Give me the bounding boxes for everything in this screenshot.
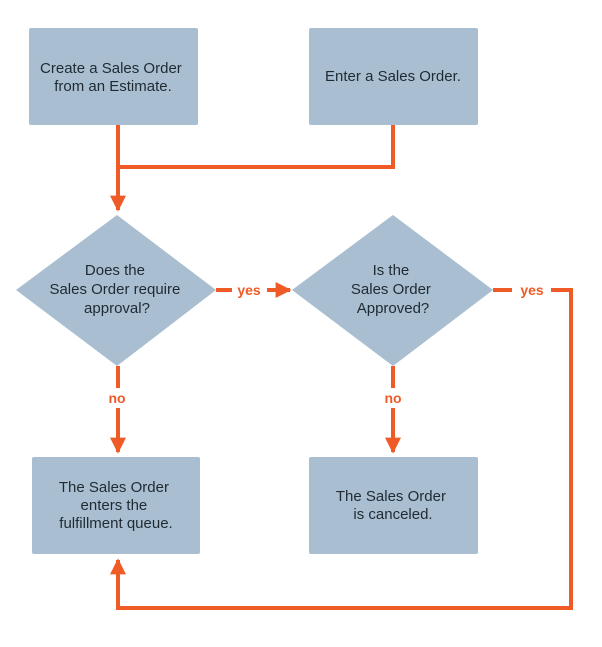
node-canceled-label: The Sales Order is canceled. xyxy=(336,488,450,523)
node-text-line: Sales Order xyxy=(351,281,431,298)
decision-requires-approval-label: Does the Sales Order require approval? xyxy=(49,262,184,317)
node-text-line: Is the xyxy=(373,262,410,279)
node-enter-sales-order xyxy=(309,28,478,125)
edge-label-approval-no: no xyxy=(108,390,125,406)
node-text-line: The Sales Order xyxy=(336,488,446,505)
edge-label-approved-yes: yes xyxy=(520,282,544,298)
node-text-line: The Sales Order xyxy=(59,479,169,496)
node-text-line: Approved? xyxy=(357,300,430,317)
decision-is-approved-label: Is the Sales Order Approved? xyxy=(351,262,435,317)
node-fulfillment-queue-label: The Sales Order enters the fulfillment q… xyxy=(59,479,173,532)
node-text-line: from an Estimate. xyxy=(54,78,172,95)
node-create-from-estimate xyxy=(29,28,198,125)
connector-enter-to-merge xyxy=(118,125,395,169)
node-text-line: enters the xyxy=(81,497,148,514)
node-create-from-estimate-label: Create a Sales Order from an Estimate. xyxy=(40,60,186,95)
node-text-line: Sales Order require xyxy=(49,281,180,298)
node-text-line: is canceled. xyxy=(353,506,432,523)
node-fulfillment-queue xyxy=(32,457,200,554)
connector-approved-yes-return xyxy=(110,288,573,610)
edge-label-approved-no: no xyxy=(384,390,401,406)
node-text-line: fulfillment queue. xyxy=(59,515,172,532)
node-text-line: Does the xyxy=(85,262,145,279)
node-enter-sales-order-label: Enter a Sales Order. xyxy=(325,68,461,85)
connectors xyxy=(110,125,573,610)
decision-is-approved xyxy=(292,215,493,366)
node-text-line: Enter a Sales Order. xyxy=(325,68,461,85)
node-text-line: approval? xyxy=(84,300,150,317)
decision-requires-approval xyxy=(16,215,216,366)
edge-label-approval-yes: yes xyxy=(237,282,261,298)
node-canceled xyxy=(309,457,478,554)
node-text-line: Create a Sales Order xyxy=(40,60,182,77)
